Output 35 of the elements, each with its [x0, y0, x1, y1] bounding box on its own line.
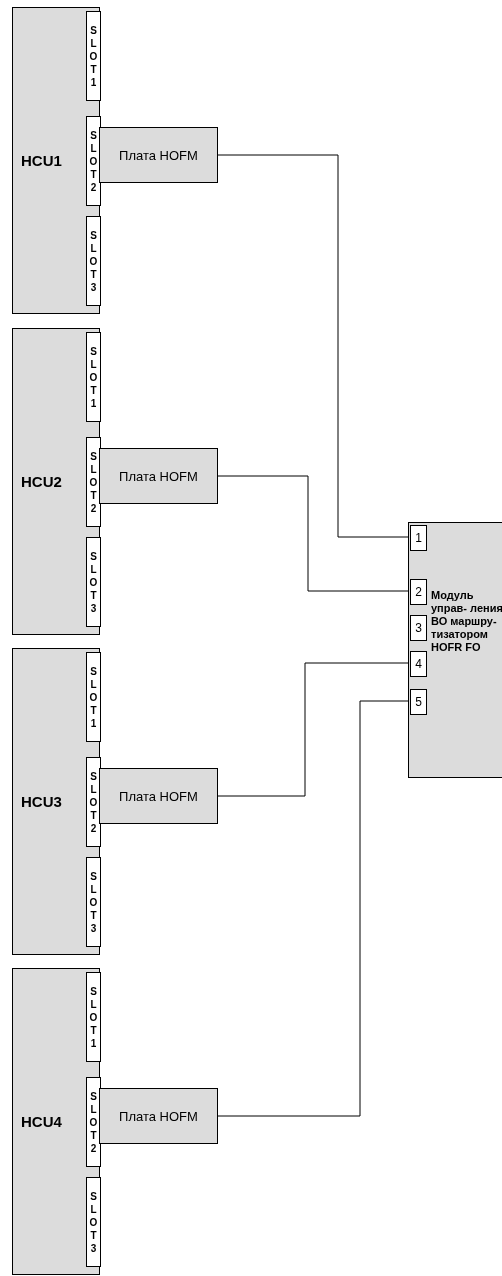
- board-box: Плата HOFM: [99, 1088, 218, 1144]
- slot-card: SLOT1: [86, 11, 101, 101]
- board-box: Плата HOFM: [99, 127, 218, 183]
- slot-card: SLOT3: [86, 857, 101, 947]
- port-box: 5: [410, 689, 427, 715]
- port-box: 1: [410, 525, 427, 551]
- slot-card: SLOT1: [86, 332, 101, 422]
- slot-card: SLOT3: [86, 216, 101, 306]
- unit-label: HCU3: [21, 793, 62, 810]
- slot-card: SLOT3: [86, 1177, 101, 1267]
- board-box: Плата HOFM: [99, 448, 218, 504]
- board-box: Плата HOFM: [99, 768, 218, 824]
- unit-panel: [12, 968, 100, 1275]
- unit-label: HCU4: [21, 1113, 62, 1130]
- unit-panel: [12, 648, 100, 955]
- slot-card: SLOT2: [86, 116, 101, 206]
- slot-card: SLOT2: [86, 437, 101, 527]
- slot-card: SLOT1: [86, 652, 101, 742]
- cable-line: [217, 700, 410, 1117]
- slot-card: SLOT1: [86, 972, 101, 1062]
- unit-label: HCU1: [21, 152, 62, 169]
- port-box: 3: [410, 615, 427, 641]
- unit-panel: [12, 7, 100, 314]
- port-box: 2: [410, 579, 427, 605]
- module-panel: [408, 522, 502, 778]
- slot-card: SLOT3: [86, 537, 101, 627]
- unit-label: HCU2: [21, 473, 62, 490]
- port-box: 4: [410, 651, 427, 677]
- module-label: Модуль управ- ления ВО маршру- тизатором HOFR FO: [431, 589, 502, 654]
- unit-panel: [12, 328, 100, 635]
- cable-line: [217, 662, 410, 797]
- slot-card: SLOT2: [86, 757, 101, 847]
- cable-line: [217, 154, 410, 538]
- cable-line: [217, 475, 410, 592]
- slot-card: SLOT2: [86, 1077, 101, 1167]
